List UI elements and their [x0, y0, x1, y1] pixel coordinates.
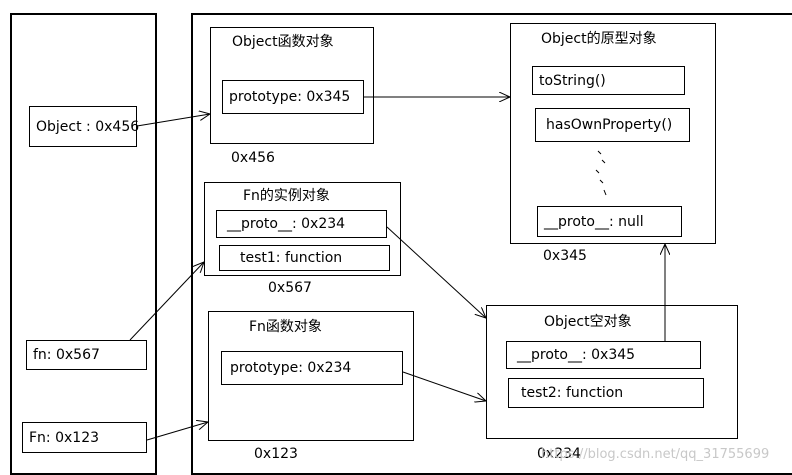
fn-instance-title: Fn的实例对象: [243, 188, 330, 204]
fn-function-title: Fn函数对象: [249, 319, 322, 335]
object-prototype-tostring-text: toString(): [539, 72, 606, 89]
stack-var-object-text: Object : 0x456: [36, 118, 140, 135]
stack-var-Fn-text: Fn: 0x123: [29, 429, 100, 446]
object-prototype-title: Object的原型对象: [541, 31, 657, 47]
fn-instance-test1: test1: function: [219, 245, 390, 271]
object-prototype-hasownproperty-text: hasOwnProperty(): [546, 117, 673, 133]
object-function-prototype-text: prototype: 0x345: [229, 89, 351, 105]
stack-var-Fn: Fn: 0x123: [22, 422, 147, 453]
stack-var-object: Object : 0x456: [29, 106, 140, 147]
fn-instance-proto: __proto__: 0x234: [216, 210, 387, 238]
stack-var-fn-text: fn: 0x567: [33, 347, 100, 363]
object-prototype-address: 0x345: [543, 248, 587, 264]
fn-function-prototype-text: prototype: 0x234: [230, 360, 352, 376]
object-empty-proto: __proto__: 0x345: [506, 341, 701, 369]
object-empty-box: [486, 305, 738, 439]
object-function-prototype: prototype: 0x345: [222, 80, 364, 114]
object-function-title: Object函数对象: [232, 34, 334, 50]
object-function-address: 0x456: [231, 150, 275, 166]
object-empty-address: 0x234: [537, 446, 581, 462]
object-empty-title: Object空对象: [544, 314, 632, 330]
fn-instance-address: 0x567: [268, 280, 312, 296]
object-empty-test2-text: test2: function: [521, 385, 624, 401]
object-prototype-tostring: toString(): [532, 66, 685, 95]
object-empty-proto-text: __proto__: 0x345: [517, 347, 636, 363]
watermark: https://blog.csdn.net/qq_31755699: [541, 447, 770, 462]
object-prototype-proto: __proto__: null: [537, 206, 682, 237]
fn-instance-proto-text: __proto__: 0x234: [227, 216, 346, 232]
fn-function-address: 0x123: [254, 446, 298, 462]
fn-function-prototype: prototype: 0x234: [221, 351, 403, 385]
fn-instance-test1-text: test1: function: [240, 250, 343, 266]
object-prototype-proto-text: __proto__: null: [544, 213, 644, 230]
object-empty-test2: test2: function: [508, 378, 704, 408]
stack-frame: [10, 13, 157, 475]
stack-var-fn: fn: 0x567: [26, 340, 147, 370]
object-prototype-hasownproperty: hasOwnProperty(): [535, 108, 690, 142]
